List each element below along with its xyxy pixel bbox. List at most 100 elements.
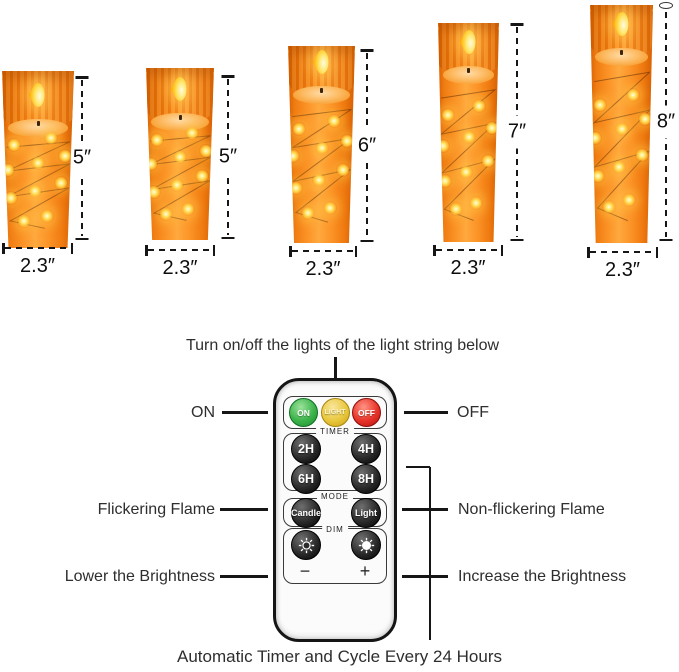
candle-body <box>2 71 74 248</box>
width-label: 2.3″ <box>20 255 55 277</box>
string-light-led <box>149 133 164 148</box>
sun-dim-icon <box>298 537 314 553</box>
string-light-wire <box>291 107 353 227</box>
wax-top <box>293 86 350 104</box>
string-lights <box>288 46 355 243</box>
string-light-led <box>322 200 337 215</box>
wick <box>320 88 323 93</box>
string-light-led <box>291 121 306 136</box>
height-label: 6″ <box>356 129 378 162</box>
string-light-led <box>31 156 45 171</box>
string-light-led <box>484 121 499 136</box>
string-light-led <box>335 163 350 178</box>
candle-body <box>438 23 499 242</box>
string-light-led <box>147 184 162 199</box>
string-light-led <box>438 138 450 153</box>
top-caption: Turn on/off the lights of the light stri… <box>185 337 500 354</box>
mode-button-group: Candle Light <box>283 497 387 528</box>
string-lights <box>146 68 214 240</box>
width-measure: 2.3″ <box>587 247 658 281</box>
string-lights <box>590 5 653 243</box>
pointer-line-increase <box>402 575 448 578</box>
string-light-led <box>289 180 304 195</box>
string-light-led <box>170 177 185 192</box>
string-light-led <box>288 149 301 164</box>
width-measure: 2.3″ <box>433 245 503 279</box>
off-button: OFF <box>352 398 381 427</box>
string-light-led <box>590 131 603 146</box>
string-light-led <box>3 191 18 206</box>
label-flickering-flame: Flickering Flame <box>97 501 215 518</box>
timer-section-label: TIMER <box>316 427 354 436</box>
width-label: 2.3″ <box>605 259 640 281</box>
wick <box>36 121 40 126</box>
string-light-led <box>311 172 326 187</box>
candle-body <box>590 5 653 243</box>
string-light-led <box>638 112 653 127</box>
string-light-led <box>449 202 464 217</box>
label-off: OFF <box>457 404 489 421</box>
candle-body <box>146 68 214 240</box>
dim-button-group: − + <box>283 528 387 584</box>
string-light-led <box>39 209 54 224</box>
plus-symbol: + <box>359 561 371 581</box>
label-non-flickering-flame: Non-flickering Flame <box>458 501 605 518</box>
string-light-led <box>440 107 455 122</box>
height-label: 5″ <box>217 140 239 174</box>
string-light-led <box>173 150 187 165</box>
height-label: 7″ <box>506 115 528 149</box>
minus-symbol: − <box>299 561 311 581</box>
width-label: 2.3″ <box>162 257 198 279</box>
string-lights <box>2 71 74 248</box>
dim-up-button <box>351 530 381 560</box>
string-light-led <box>146 157 159 172</box>
height-label: 5″ <box>71 141 93 175</box>
candle-body <box>288 46 355 243</box>
string-light-led <box>326 113 341 128</box>
candle-mode-button: Candle <box>291 497 321 528</box>
mode-section-label: MODE <box>317 492 353 501</box>
string-light-led <box>634 147 649 162</box>
height-measure: 5″ <box>217 75 239 239</box>
label-increase-brightness: Increase the Brightness <box>458 568 627 585</box>
string-light-led <box>194 169 209 184</box>
string-light-led <box>625 88 640 103</box>
timer-8h-button: 8H <box>351 464 381 494</box>
pointer-line-off <box>404 411 448 414</box>
string-light-led <box>472 99 487 114</box>
pointer-line-top <box>334 357 337 379</box>
light-mode-button: Light <box>351 497 381 528</box>
power-button-group: ON LIGHT OFF <box>283 396 387 429</box>
string-light-led <box>314 141 329 156</box>
light-button: LIGHT <box>320 398 350 427</box>
string-light-led <box>590 169 605 184</box>
height-measure: 8″ <box>655 2 677 241</box>
string-light-led <box>593 97 608 112</box>
label-on: ON <box>191 404 215 421</box>
string-light-led <box>468 195 483 210</box>
pointer-line-flicker <box>220 508 268 511</box>
remote-control: ON LIGHT OFF TIMER 2H 4H 6H 8H MODE Cand… <box>273 378 397 642</box>
string-light-led <box>159 207 174 222</box>
timer-4h-button: 4H <box>351 434 381 464</box>
bracket-tick <box>406 466 430 468</box>
string-light-led <box>54 175 69 190</box>
pointer-line-nonflicker <box>402 508 448 511</box>
string-light-led <box>16 214 31 229</box>
string-lights <box>438 23 499 242</box>
string-light-wire <box>593 69 651 227</box>
string-light-led <box>198 143 213 158</box>
on-button: ON <box>289 398 318 427</box>
string-light-led <box>481 153 496 168</box>
wick <box>178 115 182 120</box>
wax-top <box>442 66 495 84</box>
string-light-led <box>58 148 73 163</box>
timer-6h-button: 6H <box>291 464 321 494</box>
bracket-line <box>429 467 431 640</box>
width-measure: 2.3″ <box>145 245 215 279</box>
wax-top <box>595 48 648 66</box>
string-light-led <box>601 200 616 215</box>
string-light-led <box>614 121 629 136</box>
string-light-led <box>2 163 15 178</box>
string-light-led <box>461 129 476 144</box>
